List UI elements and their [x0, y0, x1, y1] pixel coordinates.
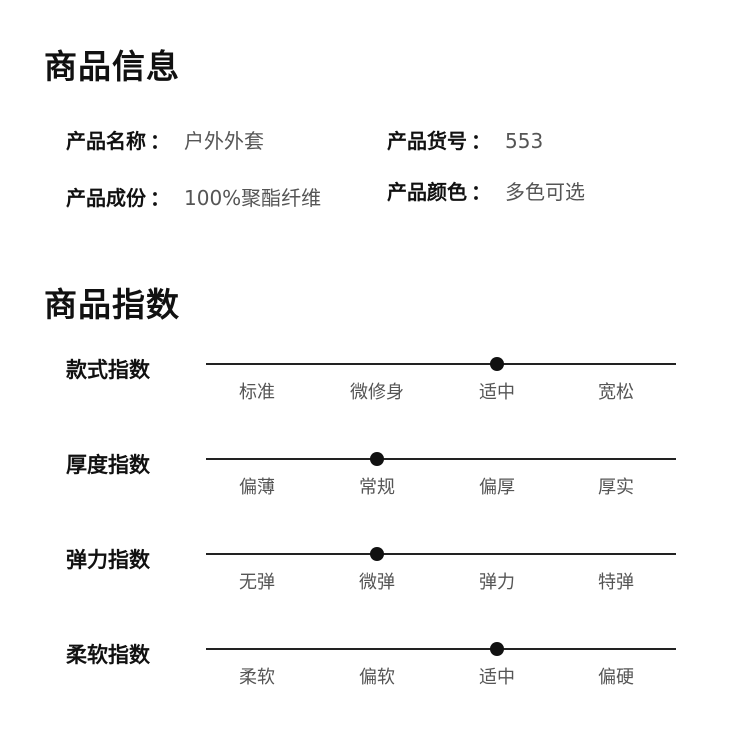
index-label: 柔软指数: [66, 643, 150, 667]
product-info-title: 商品信息: [44, 47, 180, 86]
index-option: 宽松: [598, 382, 634, 403]
index-row-elasticity: 弹力指数 无弹 微弹 弹力 特弹: [0, 542, 750, 602]
info-label: 产品名称: [66, 129, 146, 153]
info-value: 多色可选: [505, 180, 585, 204]
index-option: 厚实: [598, 477, 634, 498]
index-option: 适中: [479, 667, 515, 688]
index-row-softness: 柔软指数 柔软 偏软 适中 偏硬: [0, 637, 750, 697]
info-label: 产品货号: [387, 129, 467, 153]
index-slider-track: [206, 648, 676, 650]
info-product-composition: 产品成份： 100%聚酯纤维: [66, 182, 321, 211]
index-option: 弹力: [479, 572, 515, 593]
info-separator: ：: [471, 129, 491, 153]
info-label: 产品成份: [66, 186, 146, 210]
info-value: 553: [505, 129, 544, 153]
info-value: 户外外套: [184, 129, 264, 153]
index-marker: [370, 547, 384, 561]
info-label: 产品颜色: [387, 180, 467, 204]
index-marker: [490, 642, 504, 656]
index-option: 柔软: [239, 667, 275, 688]
index-option: 常规: [359, 477, 395, 498]
index-marker: [490, 357, 504, 371]
index-option: 无弹: [239, 572, 275, 593]
index-option: 偏硬: [598, 667, 634, 688]
info-separator: ：: [150, 129, 170, 153]
index-option: 偏薄: [239, 477, 275, 498]
index-slider-track: [206, 363, 676, 365]
info-separator: ：: [471, 180, 491, 204]
index-option: 偏厚: [479, 477, 515, 498]
index-label: 弹力指数: [66, 548, 150, 572]
index-slider-track: [206, 553, 676, 555]
index-option: 适中: [479, 382, 515, 403]
index-label: 厚度指数: [66, 453, 150, 477]
index-marker: [370, 452, 384, 466]
index-slider-track: [206, 458, 676, 460]
info-separator: ：: [150, 186, 170, 210]
info-product-color: 产品颜色： 多色可选: [387, 176, 585, 205]
product-index-title: 商品指数: [44, 285, 180, 324]
index-label: 款式指数: [66, 358, 150, 382]
index-option: 偏软: [359, 667, 395, 688]
index-option: 微弹: [359, 572, 395, 593]
info-product-code: 产品货号： 553: [387, 125, 543, 154]
index-row-style: 款式指数 标准 微修身 适中 宽松: [0, 352, 750, 412]
index-row-thickness: 厚度指数 偏薄 常规 偏厚 厚实: [0, 447, 750, 507]
info-product-name: 产品名称： 户外外套: [66, 125, 264, 154]
index-option: 标准: [239, 382, 275, 403]
index-option: 微修身: [350, 382, 404, 403]
index-option: 特弹: [598, 572, 634, 593]
info-value: 100%聚酯纤维: [184, 186, 322, 210]
